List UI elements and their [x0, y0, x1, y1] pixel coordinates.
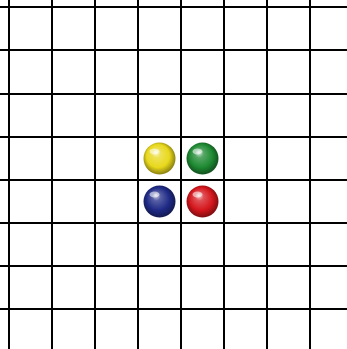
board-cell-r5-c3[interactable]: [138, 223, 181, 266]
board-cell-r4-c5[interactable]: [224, 180, 267, 223]
board-cell-r0-c0[interactable]: [9, 7, 52, 50]
board-cell-r1-c5[interactable]: [224, 50, 267, 94]
red-ball-highlight: [193, 192, 203, 198]
green-ball-piece[interactable]: [187, 143, 219, 175]
board-cell-r3-c2[interactable]: [95, 137, 138, 180]
board-cell-r1-c6[interactable]: [267, 50, 310, 94]
board-cell-r2-c2[interactable]: [95, 94, 138, 137]
board-cell-r6-c3[interactable]: [138, 266, 181, 309]
board-cell-r0-c7[interactable]: [310, 7, 347, 50]
board-cell-r4-c7[interactable]: [310, 180, 347, 223]
board-cell-r4-c6[interactable]: [267, 180, 310, 223]
board-cell-r4-c1[interactable]: [52, 180, 95, 223]
board-cell-r2-c6[interactable]: [267, 94, 310, 137]
board-cell-r6-c5[interactable]: [224, 266, 267, 309]
board-cell-r1-c0[interactable]: [9, 50, 52, 94]
board-cell-r3-c6[interactable]: [267, 137, 310, 180]
board-cell-r7-c2[interactable]: [95, 309, 138, 349]
board-cell-r7-c0[interactable]: [9, 309, 52, 349]
blue-ball-piece[interactable]: [144, 186, 176, 218]
board-cell-r0-c4[interactable]: [181, 7, 224, 50]
board-cell-r7-c1[interactable]: [52, 309, 95, 349]
board-cell-r7-c6[interactable]: [267, 309, 310, 349]
board-cell-r7-c4[interactable]: [181, 309, 224, 349]
yellow-ball-piece[interactable]: [144, 143, 176, 175]
board-cell-r6-c1[interactable]: [52, 266, 95, 309]
board-cell-r1-c2[interactable]: [95, 50, 138, 94]
board-cell-r5-c4[interactable]: [181, 223, 224, 266]
board-cell-r5-c0[interactable]: [9, 223, 52, 266]
board-cell-r3-c0[interactable]: [9, 137, 52, 180]
board-cell-r2-c1[interactable]: [52, 94, 95, 137]
board-cell-r6-c7[interactable]: [310, 266, 347, 309]
green-ball[interactable]: [187, 143, 219, 175]
board-cell-r0-c3[interactable]: [138, 7, 181, 50]
board-cell-r2-c4[interactable]: [181, 94, 224, 137]
board-cell-r7-c7[interactable]: [310, 309, 347, 349]
board-cell-r5-c6[interactable]: [267, 223, 310, 266]
board-cell-r2-c7[interactable]: [310, 94, 347, 137]
board-cell-r0-c1[interactable]: [52, 7, 95, 50]
board-cell-r6-c6[interactable]: [267, 266, 310, 309]
board-cell-r5-c2[interactable]: [95, 223, 138, 266]
board-cell-r7-c3[interactable]: [138, 309, 181, 349]
blue-ball-highlight: [150, 192, 160, 198]
board-cell-r0-c6[interactable]: [267, 7, 310, 50]
board-cell-r5-c1[interactable]: [52, 223, 95, 266]
board-cell-r0-c2[interactable]: [95, 7, 138, 50]
board-cell-r6-c0[interactable]: [9, 266, 52, 309]
green-ball-highlight: [193, 149, 203, 155]
board-cell-r2-c3[interactable]: [138, 94, 181, 137]
board-cell-r7-c5[interactable]: [224, 309, 267, 349]
board-cell-r5-c5[interactable]: [224, 223, 267, 266]
board-cell-r1-c1[interactable]: [52, 50, 95, 94]
board-cell-r6-c4[interactable]: [181, 266, 224, 309]
board-cell-r4-c2[interactable]: [95, 180, 138, 223]
board-cell-r4-c0[interactable]: [9, 180, 52, 223]
red-ball[interactable]: [187, 186, 219, 218]
board-cell-r2-c5[interactable]: [224, 94, 267, 137]
board-cell-r6-c2[interactable]: [95, 266, 138, 309]
blue-ball[interactable]: [144, 186, 176, 218]
yellow-ball[interactable]: [144, 143, 176, 175]
board-cell-r1-c4[interactable]: [181, 50, 224, 94]
yellow-ball-highlight: [150, 149, 160, 155]
board-cell-r3-c5[interactable]: [224, 137, 267, 180]
board-cell-r3-c1[interactable]: [52, 137, 95, 180]
board-cell-r5-c7[interactable]: [310, 223, 347, 266]
board-cell-r0-c5[interactable]: [224, 7, 267, 50]
board-cell-r1-c3[interactable]: [138, 50, 181, 94]
board-cell-r1-c7[interactable]: [310, 50, 347, 94]
board-cell-r2-c0[interactable]: [9, 94, 52, 137]
red-ball-piece[interactable]: [187, 186, 219, 218]
board-cell-r3-c7[interactable]: [310, 137, 347, 180]
